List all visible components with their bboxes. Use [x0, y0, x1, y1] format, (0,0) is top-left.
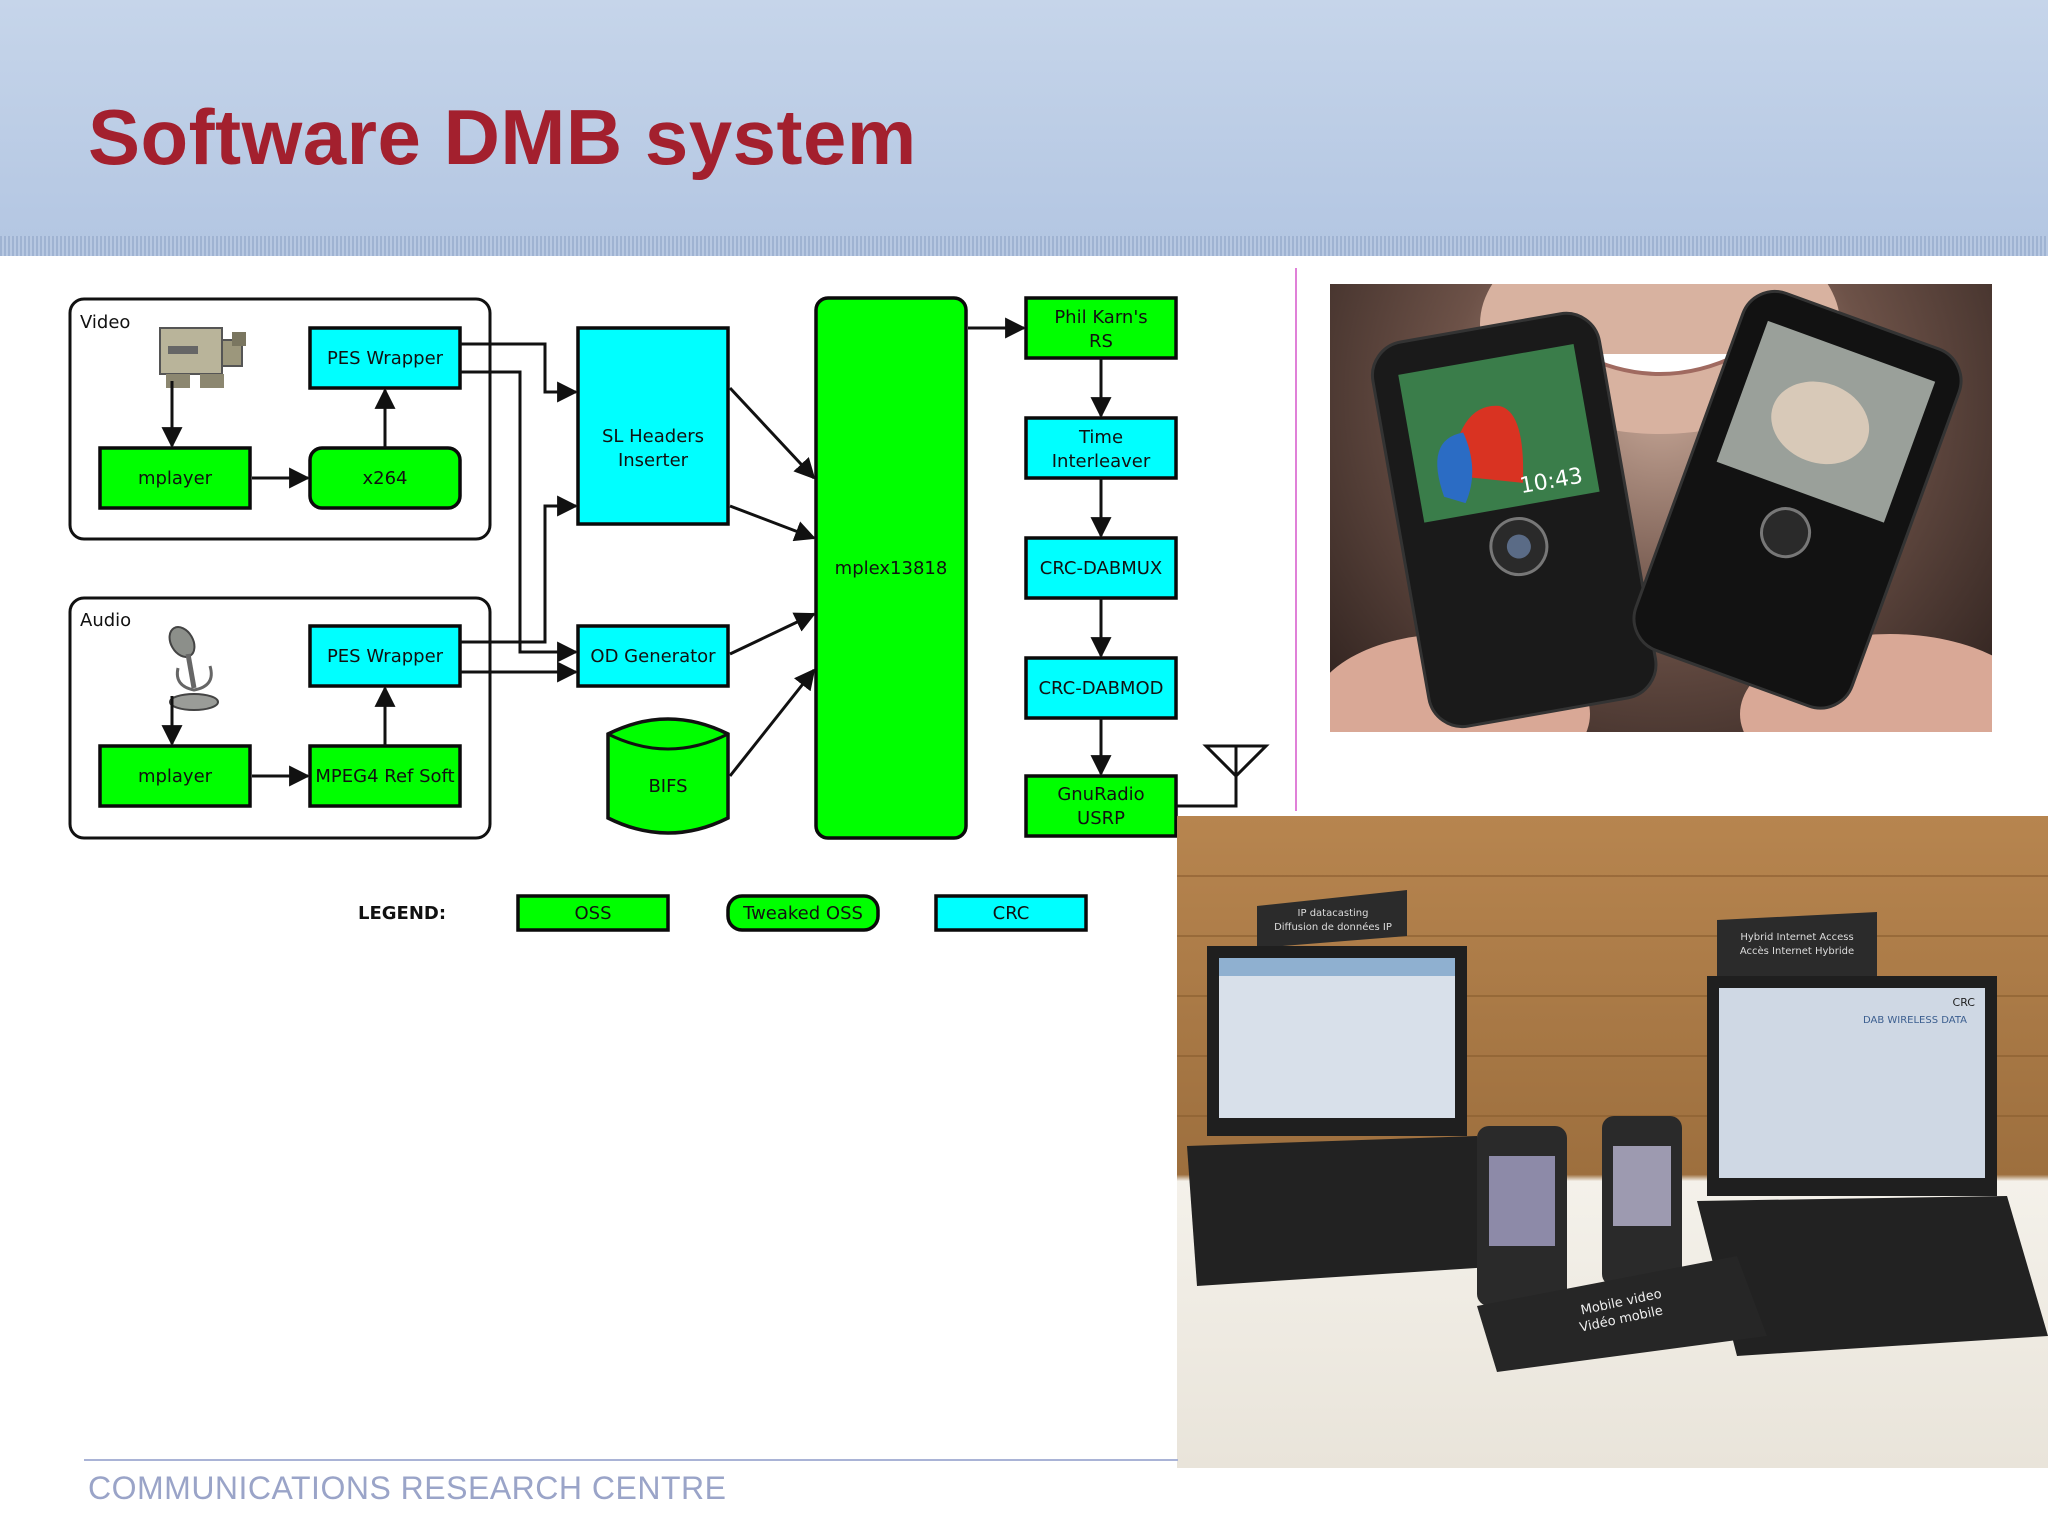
- gnuradio-label-line2: USRP: [1077, 808, 1125, 829]
- gnuradio-label-line1: GnuRadio: [1057, 784, 1144, 805]
- legend: LEGEND: OSS Tweaked OSS CRC: [358, 894, 1088, 932]
- audio-group: Audio: [68, 596, 492, 840]
- sl-headers-inserter-block: SL Headers Inserter: [576, 326, 730, 526]
- phones-photo: 10:43: [1330, 284, 1992, 732]
- audio-group-label: Audio: [80, 610, 131, 631]
- video-group: Video: [68, 297, 492, 541]
- mpeg4-ref-soft-block: MPEG4 Ref Soft: [308, 744, 462, 808]
- pes-wrapper-video-label: PES Wrapper: [327, 348, 444, 369]
- slide-title: Software DMB system: [88, 93, 917, 181]
- crc-dabmod-block: CRC-DABMOD: [1024, 656, 1178, 720]
- footer-divider: [84, 1459, 1178, 1461]
- sign-left-line2: Diffusion de données IP: [1274, 921, 1392, 933]
- legend-tweaked-oss-label: Tweaked OSS: [742, 903, 863, 924]
- screen-right-banner: DAB WIRELESS DATA: [1863, 1015, 1967, 1026]
- video-group-label: Video: [80, 312, 130, 333]
- time-interleaver-block: Time Interleaver: [1024, 416, 1178, 480]
- sign-right-line1: Hybrid Internet Access: [1740, 932, 1853, 943]
- time-interleaver-label-line2: Interleaver: [1052, 451, 1151, 472]
- dmb-block-diagram: Video Audio PES Wrapper mplayer x264 PES…: [68, 268, 1297, 932]
- mplayer-video-label: mplayer: [138, 468, 213, 489]
- diagram-arrows: [161, 317, 1112, 787]
- legend-title: LEGEND:: [358, 903, 446, 924]
- photo-icon: IP datacasting Diffusion de données IP H…: [1177, 875, 2048, 1372]
- bifs-label: BIFS: [648, 776, 687, 797]
- legend-oss-label: OSS: [574, 903, 611, 924]
- pes-wrapper-audio-block: PES Wrapper: [308, 624, 462, 688]
- gnuradio-usrp-block: GnuRadio USRP: [1024, 774, 1178, 838]
- x264-block: x264: [308, 446, 462, 510]
- phil-karn-label-line1: Phil Karn's: [1054, 307, 1147, 328]
- x264-label: x264: [362, 468, 407, 489]
- sl-headers-label-line2: Inserter: [618, 450, 689, 471]
- mpeg4-ref-soft-label: MPEG4 Ref Soft: [315, 766, 454, 787]
- phil-karn-rs-block: Phil Karn's RS: [1024, 296, 1178, 360]
- header-divider: [0, 236, 2048, 256]
- sl-headers-label-line1: SL Headers: [602, 426, 704, 447]
- mplex-block: mplex13818: [814, 296, 968, 840]
- microphone-icon: [168, 626, 219, 711]
- legend-crc-label: CRC: [993, 903, 1030, 924]
- footer-organization: COMMUNICATIONS RESEARCH CENTRE: [88, 1470, 727, 1506]
- phil-karn-label-line2: RS: [1089, 331, 1113, 352]
- video-camera-icon: [159, 327, 246, 388]
- photo-icon: 10:43: [1330, 284, 1992, 732]
- mplayer-audio-block: mplayer: [98, 744, 252, 808]
- slide-header: [0, 0, 2048, 252]
- crc-dabmux-label: CRC-DABMUX: [1040, 558, 1162, 579]
- mplex-label: mplex13818: [835, 558, 948, 579]
- od-generator-block: OD Generator: [576, 624, 730, 688]
- sign-left-line1: IP datacasting: [1298, 908, 1369, 919]
- crc-dabmux-block: CRC-DABMUX: [1024, 536, 1178, 600]
- time-interleaver-label-line1: Time: [1078, 427, 1123, 448]
- od-generator-label: OD Generator: [590, 646, 716, 667]
- mplayer-video-block: mplayer: [98, 446, 252, 510]
- mplayer-audio-label: mplayer: [138, 766, 213, 787]
- demo-setup-photo: IP datacasting Diffusion de données IP H…: [1177, 816, 2048, 1468]
- pes-wrapper-video-block: PES Wrapper: [308, 326, 462, 390]
- bifs-block: BIFS: [606, 717, 730, 835]
- screen-right-logo: CRC: [1953, 996, 1976, 1009]
- legend-tweaked-oss: Tweaked OSS: [726, 894, 880, 932]
- legend-oss: OSS: [516, 894, 670, 932]
- pes-wrapper-audio-label: PES Wrapper: [327, 646, 444, 667]
- legend-crc: CRC: [934, 894, 1088, 932]
- antenna-icon: [1176, 744, 1270, 808]
- sign-right-line2: Accès Internet Hybride: [1740, 945, 1854, 957]
- crc-dabmod-label: CRC-DABMOD: [1038, 678, 1163, 699]
